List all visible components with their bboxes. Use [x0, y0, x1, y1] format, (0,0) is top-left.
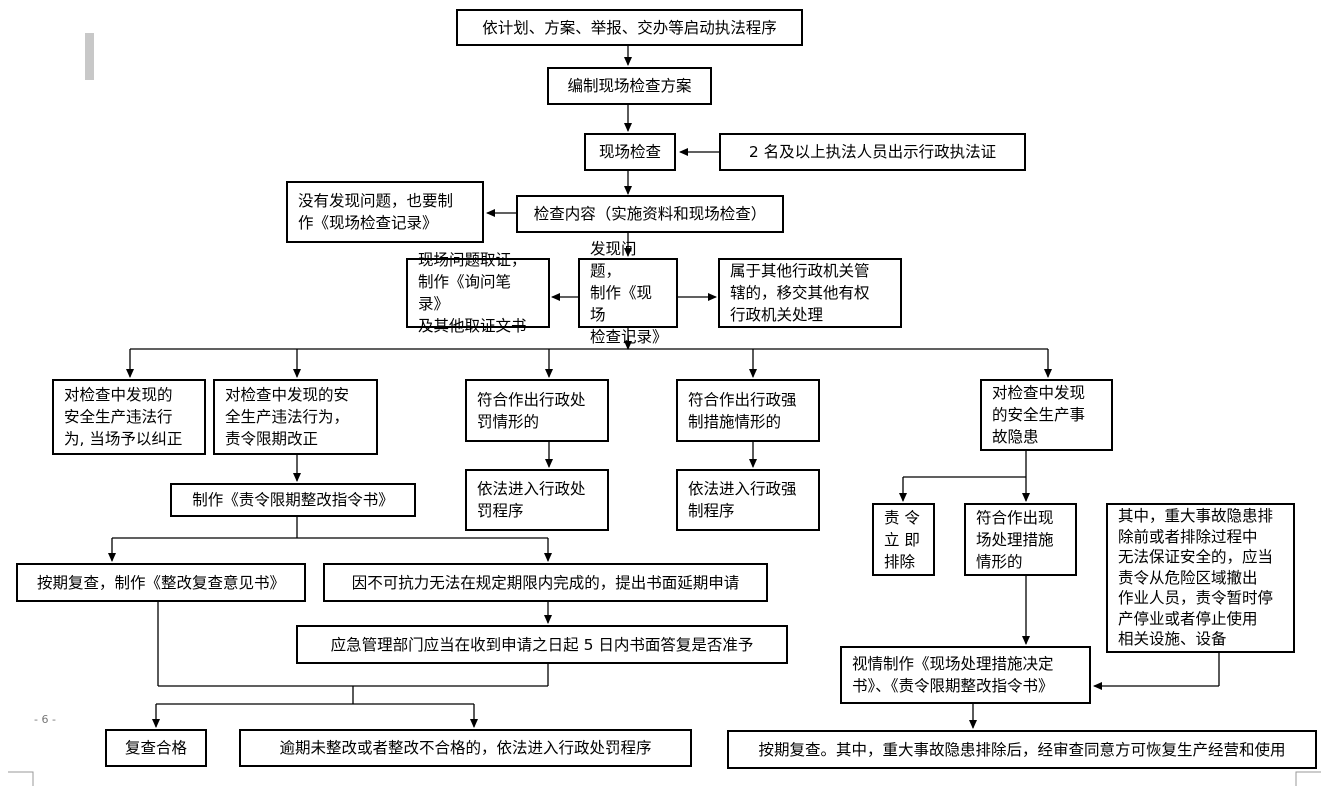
inspect-node: 现场检查 [584, 133, 676, 171]
plan-node: 编制现场检查方案 [547, 67, 712, 105]
correct-now-node: 对检查中发现的 安全生产违法行 为, 当场予以纠正 [52, 379, 206, 455]
penalty-case-node: 符合作出行政处 罚情形的 [465, 379, 609, 442]
evidence-node: 现场问题取证， 制作《询问笔录》 及其他取证文书 [406, 251, 550, 335]
reply-node: 应急管理部门应当在收到申请之日起 5 日内书面答复是否准予 [296, 625, 788, 664]
recheck-node: 按期复查，制作《整改复查意见书》 [16, 563, 306, 602]
correct-deadline-node: 对检查中发现的安 全生产违法行为， 责令限期改正 [213, 379, 378, 455]
no-problem-node: 没有发现问题，也要制 作《现场检查记录》 [286, 181, 484, 243]
margin-bar [85, 33, 94, 80]
major-hazard-node: 其中，重大事故隐患排 除前或者排除过程中 无法保证安全的，应当 责令从危险区域撤… [1106, 503, 1295, 653]
start-node: 依计划、方案、举报、交办等启动执法程序 [456, 9, 803, 46]
order-notice-node: 制作《责令限期整改指令书》 [170, 483, 416, 517]
pass-node: 复查合格 [105, 729, 207, 767]
eliminate-node: 责 令 立 即 排除 [872, 503, 935, 576]
hazard-node: 对检查中发现 的安全生产事 故隐患 [980, 379, 1113, 451]
content-node: 检查内容（实施资料和现场检查） [516, 195, 784, 233]
overdue-node: 逾期未整改或者整改不合格的，依法进入行政处罚程序 [239, 729, 692, 767]
enforce-procedure-node: 依法进入行政强 制程序 [676, 469, 820, 531]
penalty-procedure-node: 依法进入行政处 罚程序 [465, 469, 609, 531]
extension-node: 因不可抗力无法在规定期限内完成的，提出书面延期申请 [323, 563, 768, 602]
transfer-node: 属于其他行政机关管 辖的，移交其他有权 行政机关处理 [718, 258, 902, 328]
enforce-case-node: 符合作出行政强 制措施情形的 [676, 379, 820, 442]
onsite-measure-node: 符合作出现 场处理措施 情形的 [964, 503, 1077, 576]
final-node: 按期复查。其中，重大事故隐患排除后，经审查同意方可恢复生产经营和使用 [727, 730, 1317, 769]
officers-node: 2 名及以上执法人员出示行政执法证 [719, 133, 1026, 171]
decision-node: 视情制作《现场处理措施决定 书》、《责令限期整改指令书》 [840, 646, 1091, 704]
page-number: - 6 - [34, 713, 56, 726]
